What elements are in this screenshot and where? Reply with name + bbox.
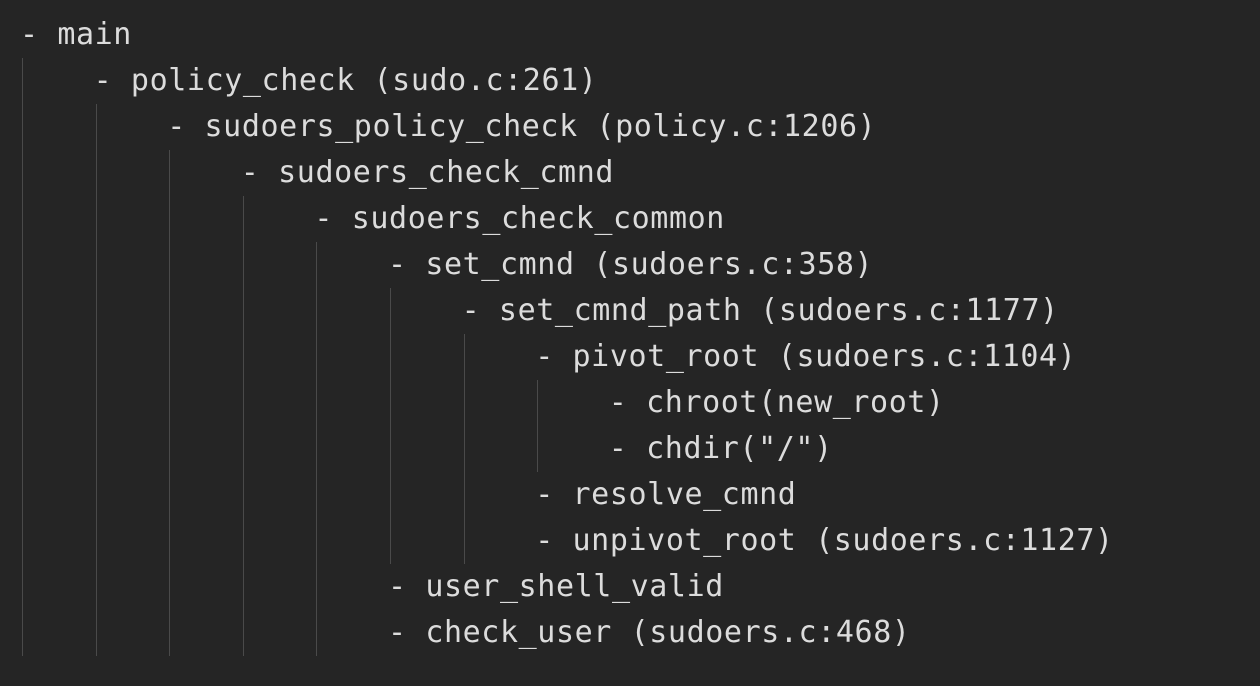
tree-node: - unpivot_root (sudoers.c:1127) xyxy=(535,523,1114,558)
tree-node: - user_shell_valid xyxy=(388,569,724,604)
tree-node: - chroot(new_root) xyxy=(608,385,945,420)
tree-node: - check_user (sudoers.c:468) xyxy=(388,615,911,650)
indent-guide xyxy=(463,334,465,564)
tree-node: - policy_check (sudo.c:261) xyxy=(93,63,598,98)
tree-node: - set_cmnd (sudoers.c:358) xyxy=(388,247,874,282)
indent-guide xyxy=(169,150,171,656)
tree-node: - main xyxy=(20,17,132,52)
tree-node: - resolve_cmnd xyxy=(535,477,797,512)
tree-node: - sudoers_check_common xyxy=(314,201,725,236)
indent-guide xyxy=(95,104,97,656)
indent-guide xyxy=(22,58,23,656)
indent-guide xyxy=(390,288,391,564)
tree-node: - sudoers_check_cmnd xyxy=(240,155,615,190)
indent-guide xyxy=(242,196,244,656)
tree-node: - sudoers_policy_check (policy.c:1206) xyxy=(167,109,877,144)
tree-node: - pivot_root (sudoers.c:1104) xyxy=(535,339,1077,374)
tree-node: - chdir("/") xyxy=(608,431,833,466)
tree-node: - set_cmnd_path (sudoers.c:1177) xyxy=(461,293,1059,328)
indent-guide xyxy=(537,380,539,472)
indent-guide xyxy=(316,242,318,656)
